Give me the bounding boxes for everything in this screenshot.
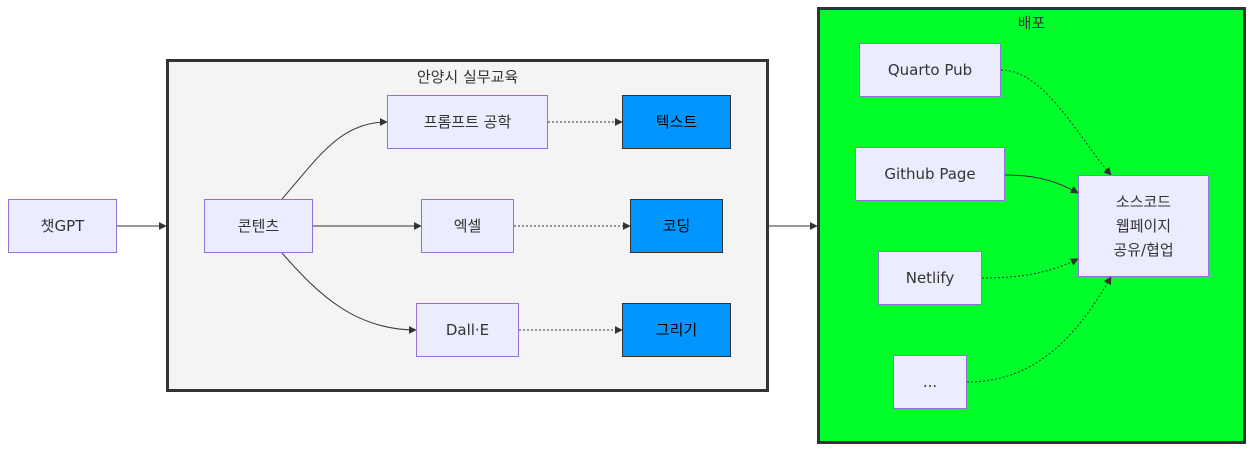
- node-coding: 코딩: [630, 199, 723, 253]
- node-netlify: Netlify: [878, 251, 982, 305]
- node-target-lines: 소스코드 웹페이지 공유/협업: [1113, 190, 1173, 262]
- edge-github-to-target: [1004, 174, 1079, 194]
- node-text-label: 텍스트: [655, 113, 698, 131]
- node-quarto-pub-label: Quarto Pub: [887, 61, 973, 79]
- node-github-page-label: Github Page: [884, 165, 976, 183]
- edge-content-to-prompt: [281, 118, 388, 200]
- edge-etc-to-target: [966, 276, 1112, 383]
- node-prompt-label: 프롬프트 공학: [423, 113, 512, 131]
- node-dalle: Dall·E: [416, 303, 519, 357]
- node-etc-label: ...: [922, 373, 938, 391]
- edge-quarto-to-target: [1000, 69, 1112, 176]
- node-target-line-1: 소스코드: [1115, 193, 1172, 211]
- node-dalle-label: Dall·E: [445, 321, 490, 339]
- edge-content-to-dalle: [281, 252, 417, 334]
- node-content: 콘텐츠: [204, 199, 313, 253]
- node-chatgpt-label: 챗GPT: [40, 217, 85, 235]
- node-chatgpt: 챗GPT: [8, 199, 117, 253]
- node-target-line-2: 웹페이지: [1115, 217, 1172, 235]
- node-target: 소스코드 웹페이지 공유/협업: [1078, 175, 1209, 277]
- subgraph-education-title: 안양시 실무교육: [416, 68, 519, 86]
- node-target-line-3: 공유/협업: [1113, 241, 1174, 259]
- node-content-label: 콘텐츠: [237, 217, 280, 235]
- edge-netlify-to-target: [981, 258, 1079, 279]
- node-etc: ...: [893, 355, 967, 409]
- node-netlify-label: Netlify: [905, 269, 955, 287]
- node-text: 텍스트: [622, 95, 731, 149]
- node-quarto-pub: Quarto Pub: [859, 43, 1001, 97]
- subgraph-deploy-title: 배포: [1017, 14, 1046, 32]
- node-drawing: 그리기: [622, 303, 731, 357]
- node-drawing-label: 그리기: [655, 321, 698, 339]
- node-prompt: 프롬프트 공학: [387, 95, 548, 149]
- node-coding-label: 코딩: [662, 217, 691, 235]
- node-excel-label: 엑셀: [453, 217, 482, 235]
- node-excel: 엑셀: [421, 199, 514, 253]
- node-github-page: Github Page: [855, 147, 1005, 201]
